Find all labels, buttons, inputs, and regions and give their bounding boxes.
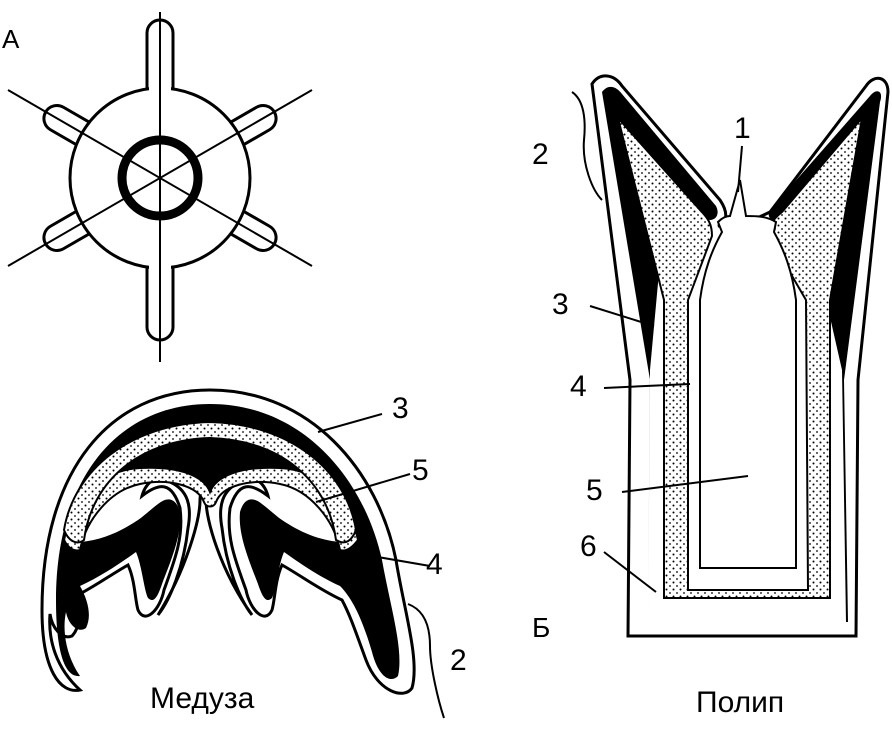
polyp-pointer-4 bbox=[603, 383, 691, 389]
caption-polyp: Полип bbox=[696, 686, 785, 719]
polyp-label-1: 1 bbox=[734, 112, 751, 145]
panel-letter-b: Б bbox=[532, 612, 551, 643]
medusa-label-3: 3 bbox=[392, 392, 409, 425]
medusa-pointer-3 bbox=[317, 413, 383, 433]
polyp-pointer-1 bbox=[737, 145, 743, 193]
polyp-pointer-5 bbox=[621, 475, 749, 493]
caption-medusa: Медуза bbox=[150, 682, 255, 715]
panel-letter-a: А bbox=[2, 24, 20, 54]
medusa-brace-2 bbox=[407, 603, 445, 719]
radial-symmetry-figure bbox=[7, 12, 313, 362]
polyp-figure bbox=[571, 74, 890, 638]
medusa-stippled-arch bbox=[62, 420, 358, 544]
polyp-pointer-6 bbox=[603, 551, 657, 593]
polyp-label-5: 5 bbox=[586, 474, 603, 507]
medusa-label-4: 4 bbox=[426, 548, 443, 581]
medusa-label-5: 5 bbox=[412, 454, 429, 487]
polyp-label-2: 2 bbox=[532, 138, 549, 171]
polyp-pointer-3 bbox=[589, 305, 655, 327]
medusa-pointer-5 bbox=[315, 473, 411, 503]
polyp-label-3: 3 bbox=[552, 288, 569, 321]
medusa-figure bbox=[40, 388, 445, 719]
medusa-label-2: 2 bbox=[450, 644, 467, 677]
polyp-gastric-cavity bbox=[699, 179, 797, 569]
polyp-brace-2 bbox=[571, 91, 603, 201]
polyp-label-6: 6 bbox=[580, 530, 597, 563]
symmetry-axes bbox=[7, 12, 313, 362]
medusa-pointer-4 bbox=[371, 555, 431, 567]
polyp-label-4: 4 bbox=[570, 370, 587, 403]
